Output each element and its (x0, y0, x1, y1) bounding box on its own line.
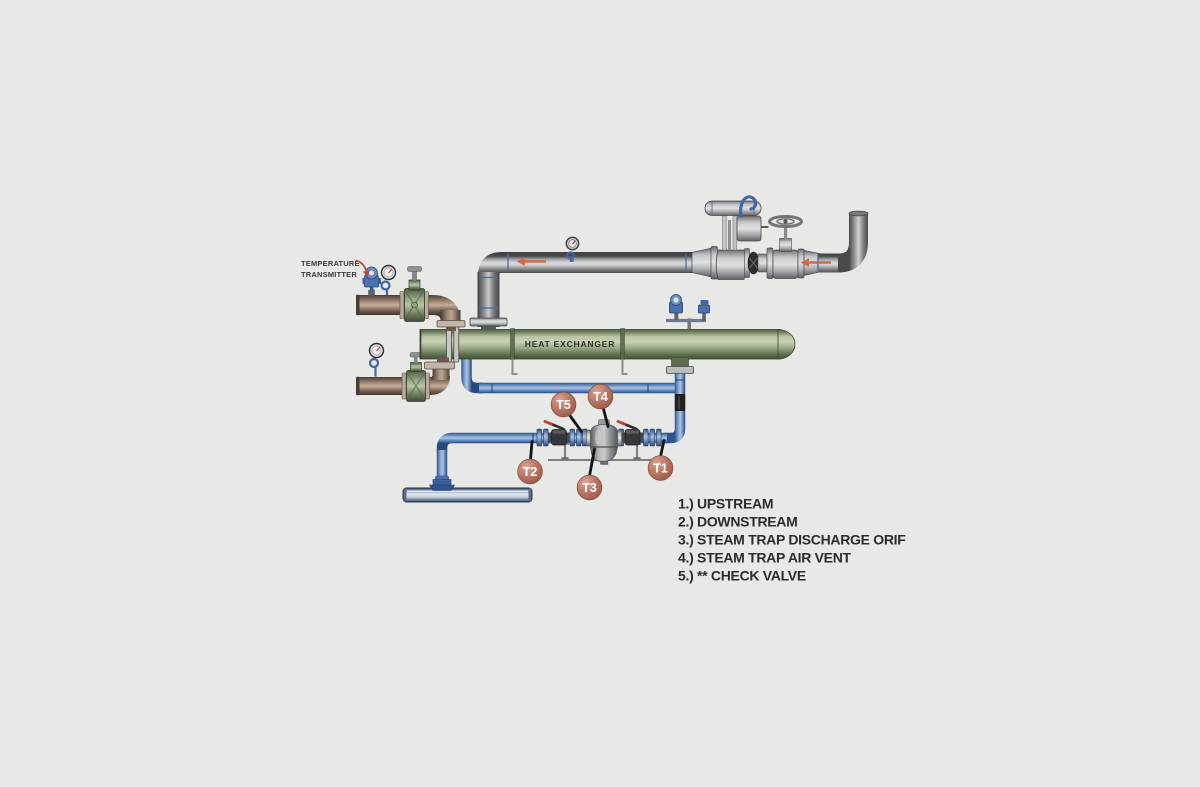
flange (399, 291, 405, 319)
pressure-gauge-lower (368, 342, 385, 377)
leader-line-t1 (659, 439, 666, 458)
condensate-pipe-left-outlet (461, 356, 483, 394)
channel-flange-ring (453, 326, 460, 363)
leader-line-t5 (566, 411, 583, 433)
legend: 1.) UPSTREAM 2.) DOWNSTREAM 3.) STEAM TR… (678, 496, 907, 584)
tag-label-t3: T3 (582, 481, 597, 495)
tag-badge-t2: T2 (517, 458, 543, 485)
nozzle-stub (437, 357, 449, 363)
flange (766, 247, 774, 279)
lifting-hook-icon (739, 195, 758, 218)
nozzle-flange (424, 361, 455, 370)
gate-valve-body (772, 249, 799, 279)
temperature-transmitter-label-line2: TRANSMITTER (301, 270, 357, 279)
tag-badge-t1: T1 (647, 455, 674, 481)
tag-badge-t5: T5 (550, 391, 577, 418)
tag-badges: T5 T4 T2 T3 T1 (517, 383, 674, 501)
isolation-valve-lower (401, 352, 430, 402)
steam-supply-line (477, 195, 869, 327)
control-valve (704, 195, 769, 280)
condensate-header-pipe (402, 487, 533, 503)
support-strap-left (510, 328, 518, 375)
valve-stem (728, 220, 731, 250)
tag-label-t2: T2 (523, 465, 538, 479)
actuator-cylinder (704, 200, 762, 216)
pressure-gauge-upper (380, 264, 397, 295)
pressure-gauge-steam (565, 236, 580, 262)
leader-line-t4 (601, 405, 610, 428)
ball-valve-downstream (616, 420, 643, 446)
legend-item-1: 1.) UPSTREAM (678, 496, 773, 512)
heat-exchanger-end-cap (777, 329, 796, 360)
tag-badge-t3: T3 (576, 474, 603, 501)
temperature-transmitter-label-line1: TEMPERATURE (301, 259, 360, 268)
leader-line-t3 (588, 447, 596, 478)
check-valve (744, 248, 769, 278)
brown-pipe-upper-vertical (440, 310, 461, 323)
tag-leader-lines (529, 405, 666, 478)
ball-valve-upstream (543, 420, 570, 446)
tag-label-t1: T1 (653, 462, 668, 476)
nozzle-stub (481, 325, 496, 331)
level-instrument-assembly (666, 294, 710, 330)
leader-line-t2 (529, 440, 534, 462)
heat-exchanger: HEAT EXCHANGER (419, 294, 796, 375)
steam-pipe-horizontal (478, 252, 692, 292)
heat-exchanger-shell (419, 329, 781, 360)
pipe-spool (757, 253, 769, 273)
steam-trap (585, 419, 623, 465)
saddle-connection (428, 475, 456, 491)
process-piping-brown: TEMPERATURE TRANSMITTER (301, 259, 461, 402)
pipe-open-end (848, 210, 869, 217)
sight-glass-dark-segment (674, 394, 686, 411)
support-strap-right (620, 328, 628, 375)
temperature-transmitter (362, 266, 381, 297)
flange (401, 372, 407, 400)
valve-handle-red-tip (616, 420, 626, 426)
valve-yoke (732, 215, 738, 251)
control-valve-body (715, 249, 747, 280)
flange (424, 291, 429, 319)
steam-trap-line (436, 432, 667, 452)
valve-bonnet (779, 238, 792, 252)
legend-item-3: 3.) STEAM TRAP DISCHARGE ORIF (678, 532, 906, 548)
valve-yoke (722, 215, 727, 251)
legend-item-5: 5.) ** CHECK VALVE (678, 568, 806, 584)
flange (425, 372, 430, 400)
flow-arrow-right (800, 258, 831, 267)
callout-arrow-icon (355, 259, 370, 277)
steam-pipe-elbow-up (837, 214, 868, 273)
isolation-valve-upper (399, 266, 429, 322)
pipe-end-cap (356, 294, 360, 316)
flow-arrow-left (516, 257, 546, 266)
gate-valve (766, 215, 805, 279)
legend-item-4: 4.) STEAM TRAP AIR VENT (678, 550, 852, 566)
valve-stem (784, 226, 788, 240)
handwheel-icon (768, 215, 803, 228)
nozzle-stub (446, 326, 456, 331)
nozzle-flange (469, 317, 508, 327)
legend-item-2: 2.) DOWNSTREAM (678, 514, 797, 530)
nozzle-stub (671, 357, 689, 368)
pipe-end-cap (356, 376, 360, 396)
channel-flange-ring (446, 326, 452, 363)
positioner (736, 215, 762, 242)
brown-pipe-lower-vertical (432, 367, 450, 380)
trap-drain-plug (600, 460, 609, 465)
pipe-reducer (691, 247, 713, 278)
tag-label-t4: T4 (593, 390, 608, 404)
nozzle-flange (666, 366, 694, 374)
valve-handle-red-tip (543, 420, 553, 426)
trap-body (590, 424, 618, 448)
condensate-pipe-right-drop (665, 372, 686, 444)
condensate-header (402, 475, 533, 503)
heat-exchanger-label: HEAT EXCHANGER (525, 339, 615, 349)
tag-badge-t4: T4 (587, 383, 614, 410)
condensate-piping-blue (436, 356, 686, 481)
tag-label-t5: T5 (556, 398, 571, 412)
nozzle-flange (436, 320, 466, 328)
